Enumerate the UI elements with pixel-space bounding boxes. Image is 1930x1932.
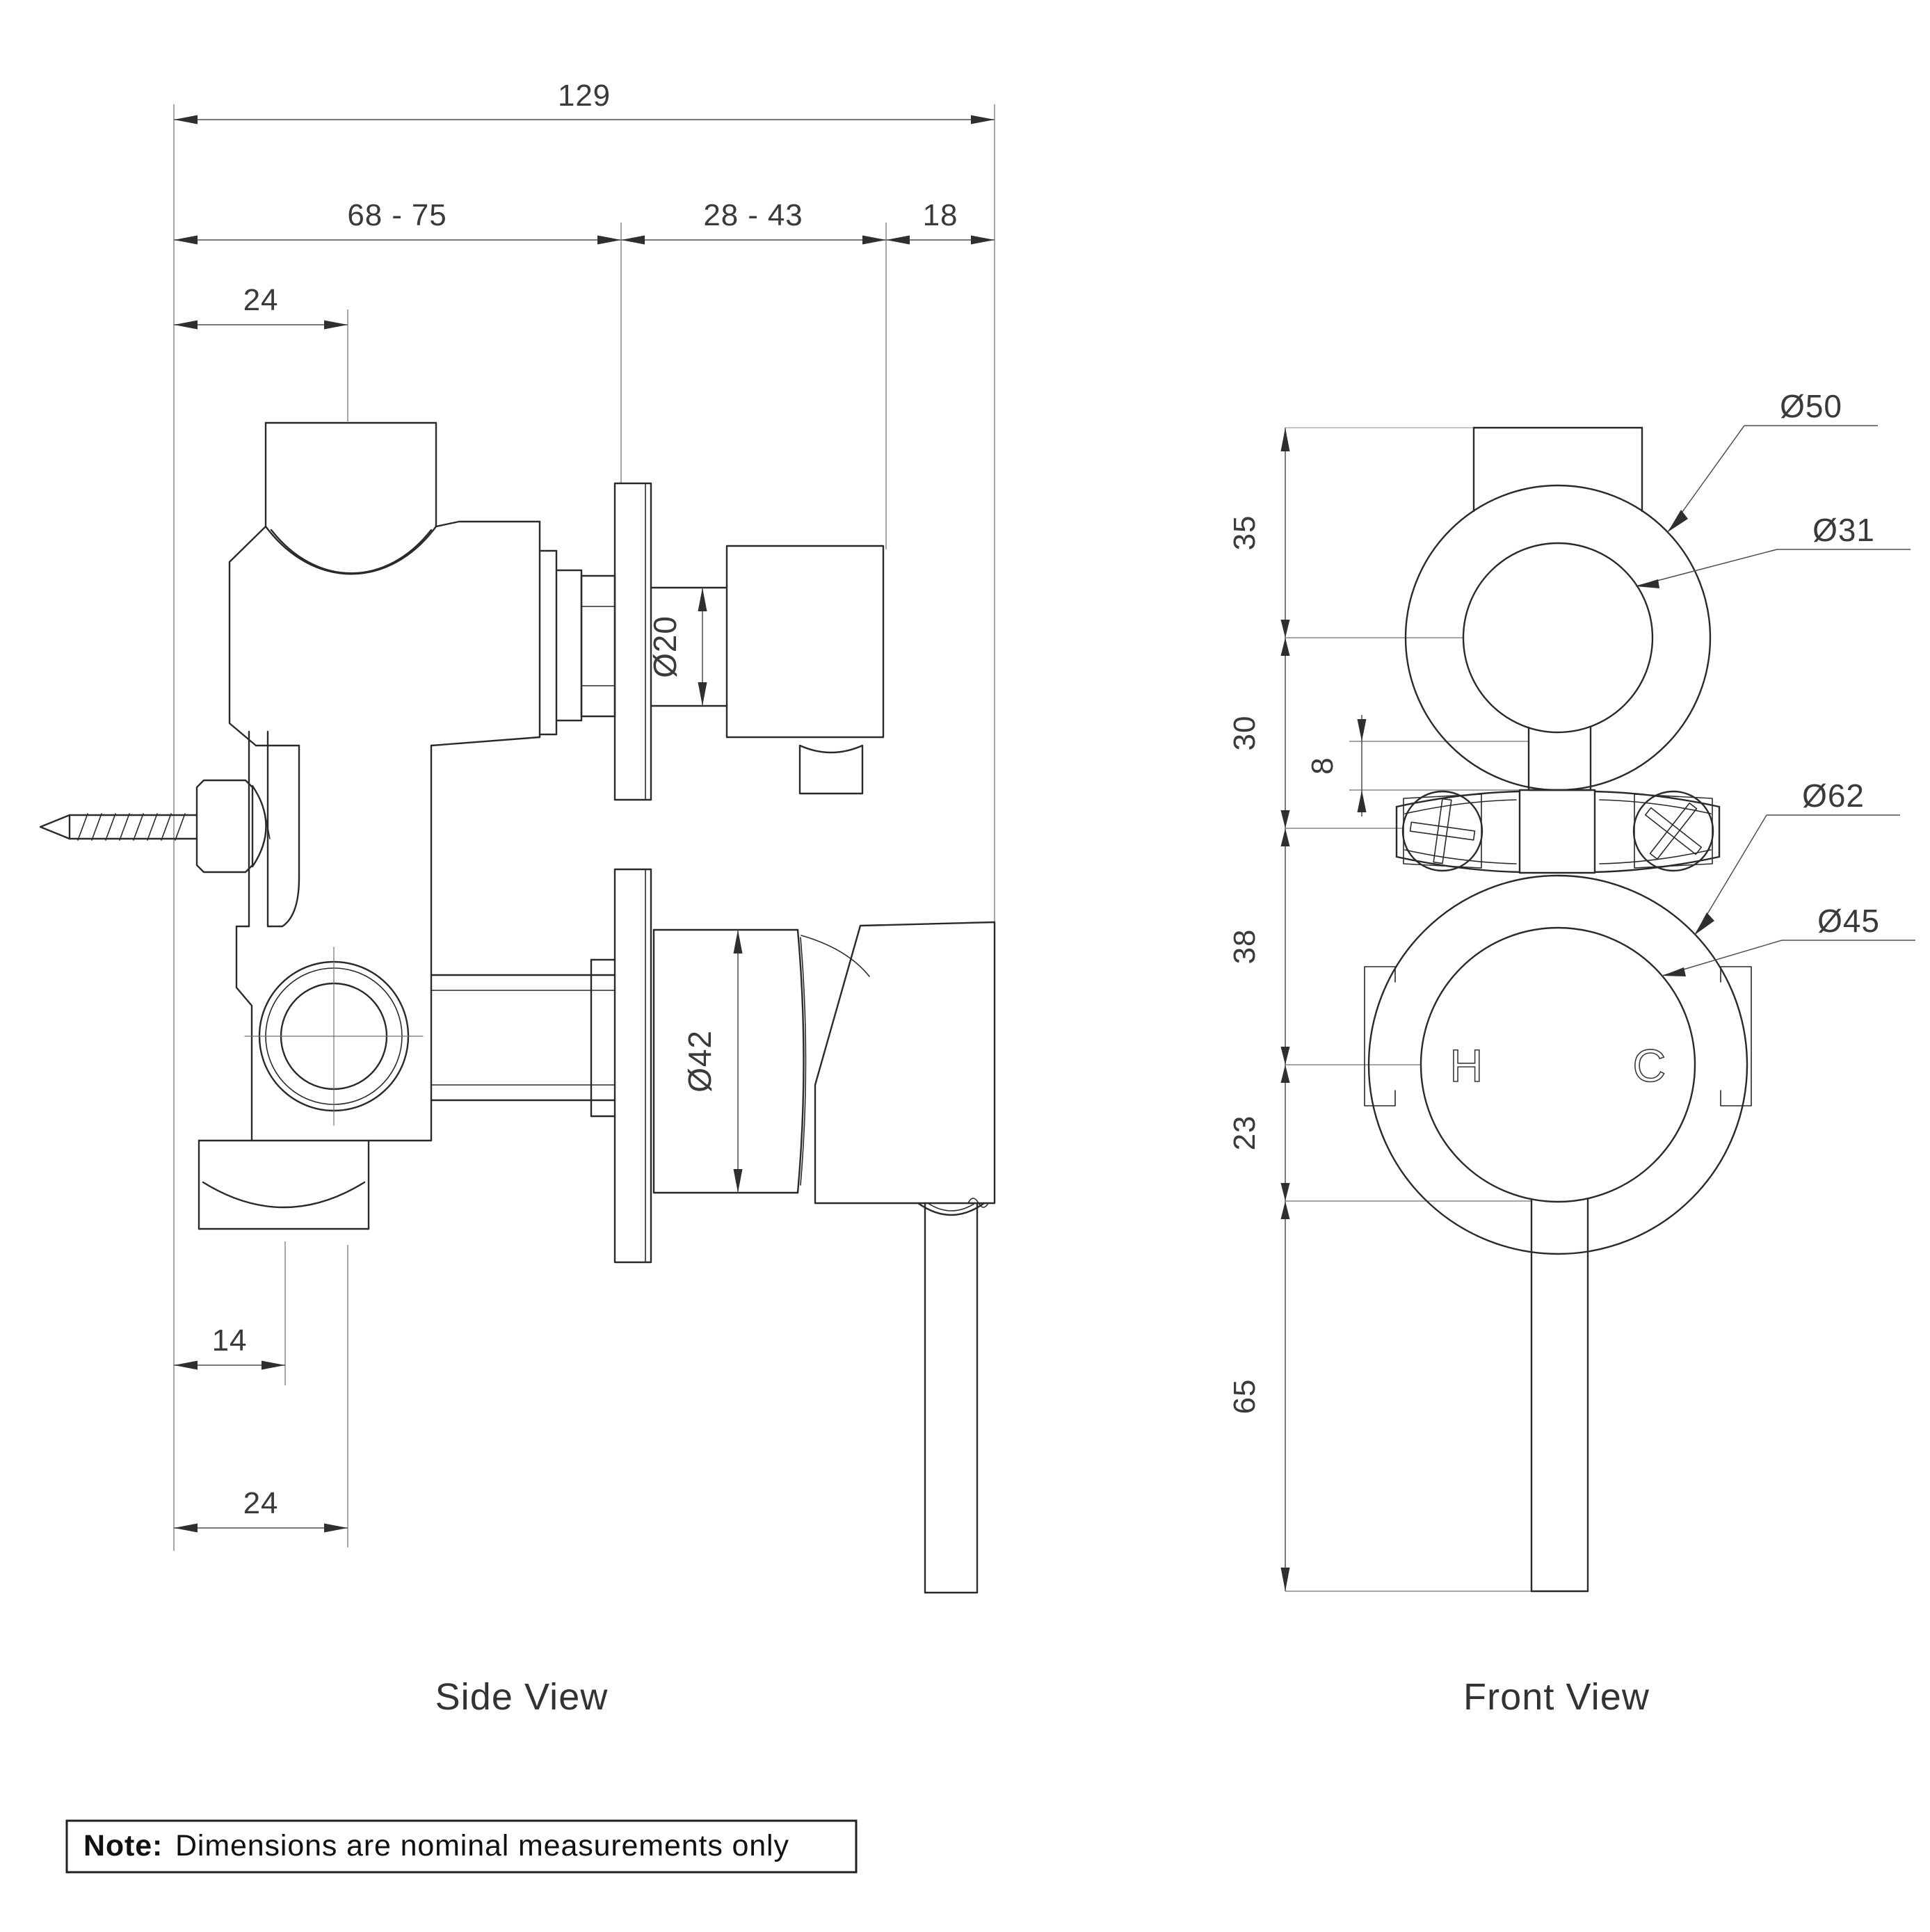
side-view-title: Side View bbox=[435, 1676, 609, 1718]
dim-bottom-24: 24 bbox=[174, 1245, 348, 1547]
cold-marking: C bbox=[1633, 1040, 1667, 1091]
side-diverter-body bbox=[228, 520, 616, 1142]
dim-label-o31: Ø31 bbox=[1812, 512, 1875, 548]
dim-label-28-43: 28 - 43 bbox=[703, 198, 803, 232]
dim-row-depths: 68 - 75 28 - 43 18 bbox=[174, 198, 995, 922]
front-dim-chain: 35 30 38 23 65 bbox=[1228, 427, 1531, 1592]
side-mixer-cartridge bbox=[652, 928, 870, 1194]
screw-right bbox=[1632, 790, 1714, 872]
dim-label-18: 18 bbox=[923, 198, 958, 232]
front-lower-plate bbox=[1364, 874, 1752, 1255]
dim-label-14: 14 bbox=[212, 1323, 248, 1358]
dim-label-35: 35 bbox=[1228, 515, 1262, 551]
leader-o50: Ø50 bbox=[1667, 388, 1878, 533]
side-lower-body bbox=[198, 876, 616, 1230]
dim-label-o45: Ø45 bbox=[1817, 903, 1880, 939]
dim-outlet-14: 14 bbox=[174, 1241, 286, 1385]
side-lever-rod bbox=[924, 1202, 979, 1594]
dim-label-o20: Ø20 bbox=[647, 615, 683, 678]
side-top-pipe bbox=[264, 421, 437, 575]
dim-tab-8: 8 bbox=[1305, 715, 1529, 816]
front-view-title: Front View bbox=[1463, 1676, 1650, 1718]
dim-label-65: 65 bbox=[1228, 1379, 1262, 1415]
leader-o62: Ø62 bbox=[1694, 778, 1900, 935]
side-lower-wall-plate bbox=[613, 868, 652, 1264]
dim-label-129: 129 bbox=[558, 79, 611, 113]
wall-screw bbox=[39, 730, 271, 928]
side-view: 129 68 - 75 28 - 43 18 24 bbox=[39, 79, 996, 1718]
dim-label-24-top: 24 bbox=[243, 283, 279, 317]
dim-label-38: 38 bbox=[1228, 929, 1262, 965]
note-box: Note: Dimensions are nominal measurement… bbox=[65, 1819, 858, 1874]
note-body: Dimensions are nominal measurements only bbox=[175, 1829, 789, 1862]
front-top-pipe bbox=[1472, 426, 1643, 513]
dim-top-24: 24 bbox=[174, 283, 348, 421]
side-mixer-handle bbox=[814, 921, 996, 1216]
leader-o31: Ø31 bbox=[1635, 512, 1911, 588]
dim-overall-129: 129 bbox=[174, 79, 995, 240]
dim-label-8: 8 bbox=[1305, 757, 1340, 774]
dim-stem-20: Ø20 bbox=[647, 588, 707, 706]
hot-marking: H bbox=[1450, 1040, 1484, 1091]
dim-label-23: 23 bbox=[1228, 1116, 1262, 1151]
dim-label-o42: Ø42 bbox=[682, 1030, 718, 1093]
note-prefix: Note: bbox=[83, 1829, 163, 1862]
dim-label-30: 30 bbox=[1228, 716, 1262, 751]
front-lever-rod bbox=[1530, 1198, 1589, 1593]
dim-label-o62: Ø62 bbox=[1802, 778, 1865, 814]
dim-cartridge-42: Ø42 bbox=[682, 930, 743, 1193]
leader-o45: Ø45 bbox=[1662, 903, 1915, 976]
dim-label-68-75: 68 - 75 bbox=[347, 198, 447, 232]
front-view: 35 30 38 23 65 8 bbox=[1228, 388, 1915, 1718]
front-diverter-tab bbox=[1527, 726, 1592, 791]
front-mounting-bracket bbox=[1395, 789, 1721, 874]
dim-label-o50: Ø50 bbox=[1780, 388, 1842, 424]
dim-label-24-bottom: 24 bbox=[243, 1486, 279, 1520]
side-upper-wall-plate bbox=[613, 482, 652, 801]
screw-left bbox=[1401, 790, 1483, 872]
chain-ticks bbox=[1280, 620, 1290, 1219]
side-diverter-knob bbox=[650, 545, 885, 795]
